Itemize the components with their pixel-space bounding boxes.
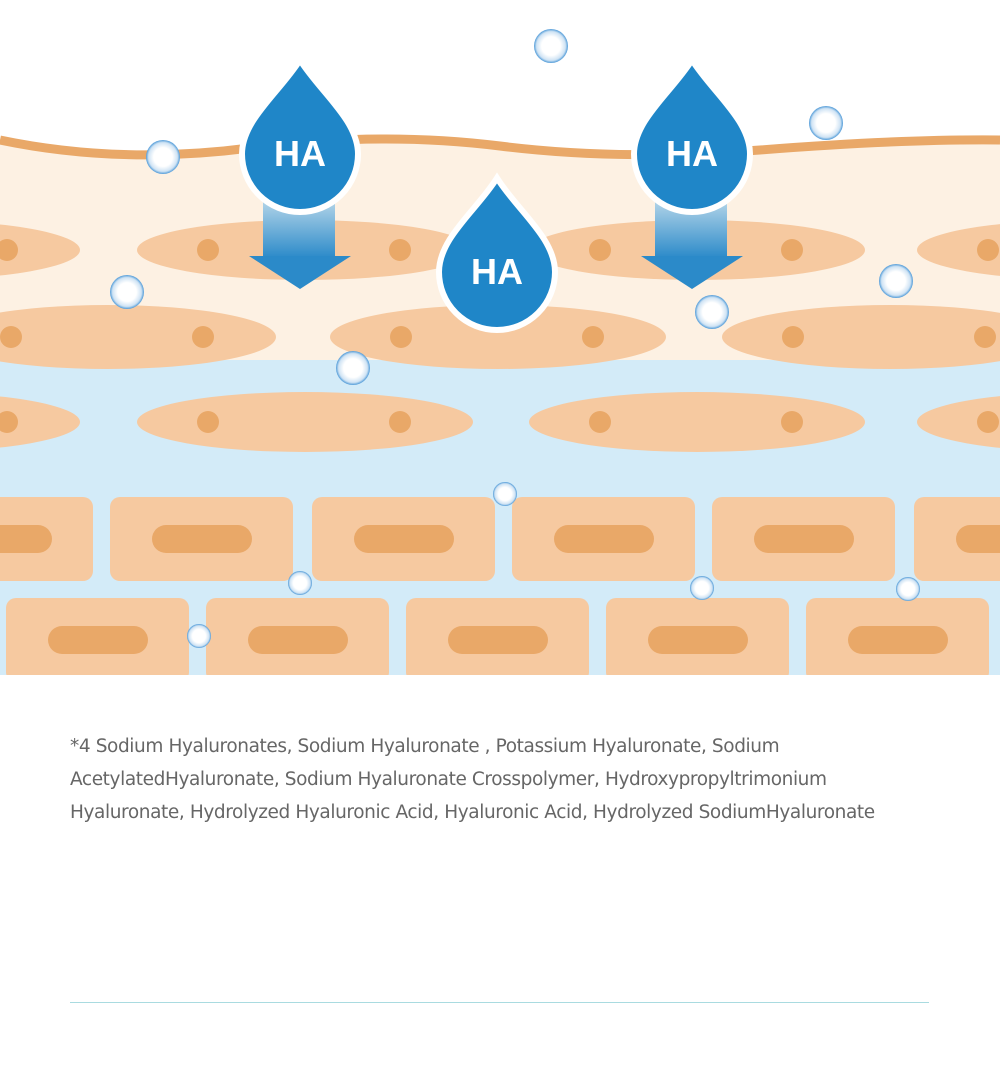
footnote-line: AcetylatedHyaluronate, Sodium Hyaluronat… <box>70 769 827 790</box>
skin-cell <box>330 305 666 369</box>
dermal-cell <box>0 497 93 581</box>
skin-cell <box>722 305 1000 369</box>
moisture-bubble <box>288 571 312 595</box>
moisture-bubble <box>809 106 843 140</box>
skin-cell <box>917 396 1000 448</box>
skin-cell <box>0 396 80 448</box>
moisture-bubble <box>493 482 517 506</box>
ha-drop: HA <box>435 172 559 333</box>
moisture-bubble <box>110 275 144 309</box>
skin-cell <box>529 392 865 452</box>
moisture-bubbles <box>110 29 920 648</box>
dermal-cell <box>806 598 989 675</box>
section-divider <box>70 1002 929 1003</box>
dermal-cells <box>0 497 1000 675</box>
skin-layers-illustration: HA HA HA <box>0 29 1000 675</box>
dermal-cell <box>312 497 495 581</box>
dermal-cell <box>606 598 789 675</box>
moisture-bubble <box>690 576 714 600</box>
skin-cell <box>137 392 473 452</box>
ingredient-footnote: *4 Sodium Hyaluronates, Sodium Hyalurona… <box>70 730 950 829</box>
drop-label: HA <box>666 133 718 174</box>
footnote-line: *4 Sodium Hyaluronates, Sodium Hyalurona… <box>70 736 780 757</box>
skin-cell <box>917 224 1000 276</box>
ha-drop: HA <box>238 54 362 215</box>
dermal-cell <box>6 598 189 675</box>
skin-cell <box>0 305 276 369</box>
moisture-bubble <box>336 351 370 385</box>
ha-drop: HA <box>630 54 754 215</box>
drop-label: HA <box>274 133 326 174</box>
dermal-cell <box>914 497 1000 581</box>
footnote-line: Hyaluronate, Hydrolyzed Hyaluronic Acid,… <box>70 802 875 823</box>
dermal-cell <box>712 497 895 581</box>
dermal-cell <box>406 598 589 675</box>
moisture-bubble <box>879 264 913 298</box>
skin-cell <box>0 224 80 276</box>
dermal-cell <box>512 497 695 581</box>
dermal-cell <box>110 497 293 581</box>
moisture-bubble <box>187 624 211 648</box>
dermal-cell <box>206 598 389 675</box>
moisture-bubble <box>695 295 729 329</box>
moisture-bubble <box>896 577 920 601</box>
moisture-bubble <box>534 29 568 63</box>
moisture-bubble <box>146 140 180 174</box>
skin-cells <box>0 220 1000 452</box>
drop-label: HA <box>471 251 523 292</box>
